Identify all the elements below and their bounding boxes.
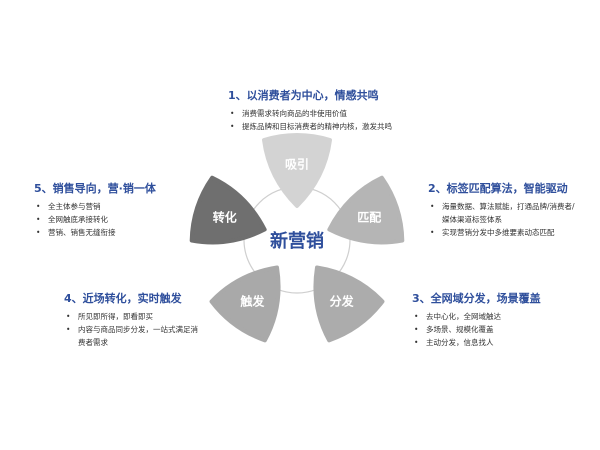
bullet-item: 去中心化，全网域触达 (412, 310, 562, 323)
bullet-item: 主动分发，信息找人 (412, 336, 562, 349)
petal-label-trigger: 触发 (240, 294, 265, 309)
petal-2 (313, 265, 385, 343)
block-2: 2、标签匹配算法，智能驱动 海量数据、算法赋能，打通品牌/消费者/媒体渠道标签体… (428, 180, 578, 239)
block-title: 4、近场转化，实时触发 (64, 292, 182, 305)
bullet-item: 消费需求转向商品的非使用价值 (228, 107, 428, 120)
petal-label-convert: 转化 (212, 210, 237, 224)
petal-1 (327, 175, 405, 245)
bullet-item: 全网触底承接转化 (34, 213, 184, 226)
block-1: 1、以消费者为中心，情感共鸣 消费需求转向商品的非使用价值 提炼品牌和目标消费者… (228, 87, 428, 133)
petal-0 (262, 133, 332, 208)
petal-label-distribute: 分发 (329, 294, 354, 309)
bullet-item: 多场景、规模化覆盖 (412, 323, 562, 336)
bullet-item: 实现营销分发中多维要素动态匹配 (428, 226, 578, 239)
block-title: 1、以消费者为中心，情感共鸣 (228, 89, 379, 102)
petal-4 (189, 175, 267, 245)
block-4: 4、近场转化，实时触发 所见即所得，即看即买 内容与商品同步分发，一站式满足消费… (64, 290, 199, 349)
block-title: 3、全网域分发，场景覆盖 (412, 292, 541, 305)
bullet-item: 提炼品牌和目标消费者的精神内核，激发共鸣 (228, 120, 428, 133)
bullet-item: 海量数据、算法赋能，打通品牌/消费者/媒体渠道标签体系 (428, 200, 578, 226)
bullet-item: 全主体参与营销 (34, 200, 184, 213)
block-title: 5、销售导向，营·销一体 (34, 182, 156, 195)
block-title: 2、标签匹配算法，智能驱动 (428, 182, 568, 195)
bullet-item: 内容与商品同步分发，一站式满足消费者需求 (64, 323, 199, 349)
block-5: 5、销售导向，营·销一体 全主体参与营销 全网触底承接转化 营销、销售无缝衔接 (34, 180, 184, 239)
bullet-item: 所见即所得，即看即买 (64, 310, 199, 323)
petal-label-match: 匹配 (357, 210, 382, 224)
block-3: 3、全网域分发，场景覆盖 去中心化，全网域触达 多场景、规模化覆盖 主动分发，信… (412, 290, 562, 349)
petal-label-attract: 吸引 (284, 157, 310, 172)
center-label: 新营销 (270, 231, 324, 252)
bullet-item: 营销、销售无缝衔接 (34, 226, 184, 239)
petal-3 (209, 265, 281, 343)
